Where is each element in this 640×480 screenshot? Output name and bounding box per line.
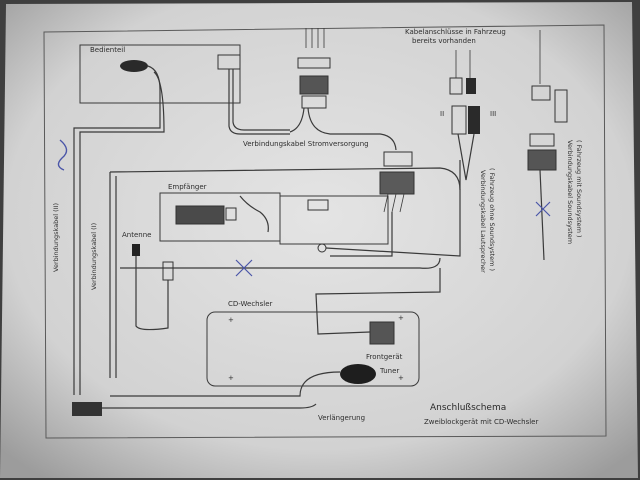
verbindungskabel-2-label: Verbindungskabel (I) bbox=[90, 223, 98, 290]
cable-verlaengerung bbox=[102, 403, 317, 409]
power-connector-top bbox=[297, 28, 331, 109]
stromversorgung-label: Verbindungskabel Stromversorgung bbox=[243, 140, 369, 148]
cd-mount-1: + bbox=[228, 316, 234, 324]
diagram-subtitle: Zweiblockgerät mit CD-Wechsler bbox=[424, 418, 538, 426]
drawing-frame bbox=[43, 24, 607, 439]
cable-plug-down-2 bbox=[232, 69, 290, 131]
verlaengerung-label: Verlängerung bbox=[318, 414, 365, 422]
cable-power-to-left bbox=[289, 107, 305, 133]
tuner-connector bbox=[340, 364, 376, 384]
cd-wechsler-label: CD-Wechsler bbox=[228, 300, 273, 308]
frontpanel-label: Frontgerät bbox=[366, 353, 403, 361]
cable-lower-return bbox=[120, 257, 441, 269]
cable-vehicle-plugs bbox=[457, 133, 475, 181]
empfaenger-connector bbox=[225, 207, 237, 221]
receiver-side-box bbox=[279, 195, 389, 245]
bedienteil-connector bbox=[120, 60, 148, 72]
cable-receiver-out bbox=[325, 160, 461, 257]
empfaenger-label: Empfänger bbox=[168, 183, 207, 191]
svg-text:III: III bbox=[490, 110, 496, 118]
kabel-label-2: bereits vorhanden bbox=[412, 37, 476, 45]
cable-tuner bbox=[110, 371, 341, 397]
cd-connector bbox=[369, 321, 395, 345]
vk-lautsprecher-label: Verbindungskabel Lautsprecher bbox=[479, 170, 487, 273]
pen-mark-x1 bbox=[235, 259, 253, 277]
vk-lautsprecher-sub: ( Fahrzeug ohne Soundsystem ) bbox=[488, 168, 496, 271]
kabel-label-1: Kabelanschlüsse in Fahrzeug bbox=[405, 28, 506, 36]
cable-right-down bbox=[330, 212, 393, 257]
svg-text:II: II bbox=[440, 110, 444, 118]
cd-mount-2: + bbox=[228, 374, 234, 382]
diagram-title: Anschlußschema bbox=[430, 403, 506, 413]
verbindungskabel-1-label: Verbindungskabel (II) bbox=[52, 203, 60, 272]
vk-soundsystem-label: Verbindungskabel Soundsystem bbox=[566, 140, 574, 244]
cable-cd-to-receiver bbox=[315, 268, 441, 335]
cable-antenne bbox=[135, 256, 169, 331]
pen-mark-x2 bbox=[535, 201, 551, 217]
bedienteil-label: Bedienteil bbox=[90, 46, 125, 54]
cable-power-to-right bbox=[307, 107, 397, 151]
cable-plug-down bbox=[228, 69, 290, 135]
empfaenger-module bbox=[175, 205, 225, 225]
tuner-label: Tuner bbox=[379, 367, 399, 375]
cd-mount-3: + bbox=[398, 314, 404, 322]
cd-wechsler-box bbox=[206, 311, 420, 387]
receiver-antenna-plug bbox=[239, 195, 269, 233]
cable-soundsystem bbox=[539, 169, 545, 261]
vehicle-plugs: II III bbox=[440, 50, 496, 135]
pen-mark-left bbox=[57, 139, 68, 171]
cable-loop-upper bbox=[109, 167, 461, 191]
antenne-label: Antenne bbox=[122, 231, 151, 239]
soundsystem-connectors bbox=[527, 30, 568, 171]
cable-bedienteil-to-receiver-2 bbox=[79, 71, 165, 395]
verlaengerung-plug bbox=[72, 402, 102, 416]
receiver-side-plug bbox=[307, 199, 329, 211]
power-connector-right bbox=[379, 151, 415, 213]
antenne-plug bbox=[132, 244, 140, 256]
vk-soundsystem-sub: ( Fahrzeug mit Soundsystem ) bbox=[575, 140, 583, 238]
cd-mount-4: + bbox=[398, 374, 404, 382]
